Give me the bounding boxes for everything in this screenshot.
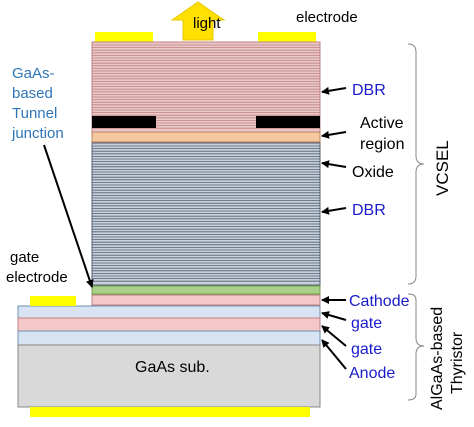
gaas-substrate [17, 344, 321, 408]
light-label: light [193, 15, 221, 32]
anode-layer [17, 330, 321, 346]
tunnel-junction-label-line1: GaAs- [12, 65, 55, 82]
cathode-layer [91, 294, 321, 306]
substrate-label: GaAs sub. [135, 359, 210, 376]
gate2-arrow [321, 325, 347, 347]
top-electrode-left [95, 32, 153, 42]
vcsel-label: VCSEL [433, 140, 452, 196]
gate-layer-p [17, 317, 321, 332]
tunnel-junction-label-line2: based [12, 85, 53, 102]
gate-electrode [30, 296, 76, 306]
active-region-label-line1: Active [360, 115, 404, 132]
anode-label: Anode [349, 365, 395, 382]
dbr-bottom-label: DBR [352, 202, 386, 219]
oxide-block-left [92, 116, 156, 128]
active-region-arrow [321, 130, 347, 139]
oxide-block-right [256, 116, 320, 128]
gate1-arrow [321, 311, 347, 321]
dbr-top-label: DBR [352, 82, 386, 99]
active-region-layer [91, 131, 321, 143]
gate-electrode-label-line1: gate [10, 249, 39, 266]
oxide-arrow [321, 160, 347, 169]
gate2-label: gate [351, 341, 382, 358]
dbr-bottom-stack [91, 142, 321, 286]
tunnel-junction-label-line4: junction [11, 125, 64, 142]
cathode-label: Cathode [349, 293, 410, 310]
tunnel-junction-arrow [43, 144, 94, 288]
thyristor-label-line2: Thyristor [449, 331, 466, 394]
vcsel-brace [407, 43, 425, 285]
dbr-bottom-arrow [321, 206, 347, 215]
top-electrode-right [258, 32, 316, 42]
thyristor-brace [407, 293, 425, 401]
gate-layer-n [17, 305, 321, 319]
oxide-label: Oxide [352, 164, 394, 181]
electrode-label: electrode [296, 9, 358, 26]
dbr-top-arrow [321, 86, 347, 95]
tunnel-junction-layer [91, 285, 321, 295]
light-arrow [170, 1, 226, 41]
anode-arrow [321, 339, 347, 370]
tunnel-junction-label-line3: Tunnel [12, 105, 57, 122]
thyristor-label-line1: AlGaAs-based [429, 307, 446, 410]
gate1-label: gate [351, 315, 382, 332]
gate-electrode-label-line2: electrode [6, 269, 68, 286]
active-region-label-line2: region [360, 136, 404, 153]
bottom-electrode [30, 407, 310, 417]
